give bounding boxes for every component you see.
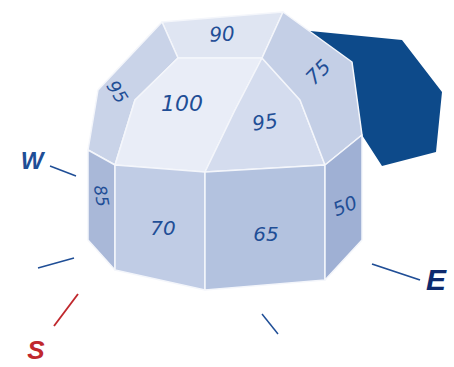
face-outline [262, 12, 362, 165]
face-panel: 50 [325, 135, 362, 280]
face-value: 65 [253, 224, 278, 244]
face-panel: 70 [115, 165, 205, 290]
face-shape [115, 165, 205, 290]
compass-tick [38, 258, 74, 268]
face-panel: 85 [88, 150, 115, 270]
face-value: 85 [91, 184, 111, 208]
face-value: 70 [150, 218, 175, 238]
face-value: 100 [161, 93, 203, 115]
face-panel: 75 [262, 12, 362, 165]
face-shape [325, 135, 362, 280]
compass-tick [54, 294, 78, 326]
compass-letter: S [27, 337, 44, 363]
face-panel: 65 [205, 165, 325, 290]
face-shape [205, 165, 325, 290]
face-shape [262, 12, 362, 165]
face-outline [88, 150, 115, 270]
face-value: 90 [209, 23, 235, 44]
compass-tick [372, 264, 420, 280]
face-shape [88, 150, 115, 270]
face-value: 95 [251, 110, 279, 133]
compass-tick [50, 166, 76, 176]
compass-letter: E [426, 265, 446, 295]
compass-letter: W [21, 149, 44, 173]
compass-tick [262, 314, 278, 334]
